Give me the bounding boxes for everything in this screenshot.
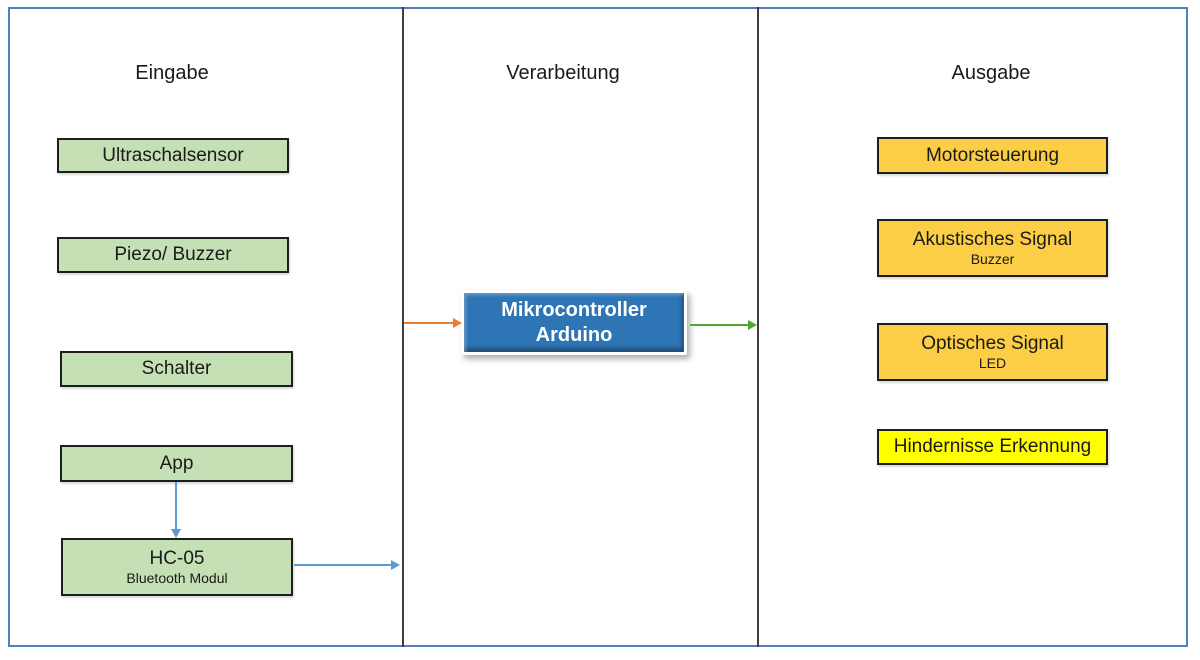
arrow-hc05-to-verarbeitung <box>294 564 391 566</box>
box-hc05-bluetooth-modul: HC-05 Bluetooth Modul <box>61 538 293 596</box>
column-header-verarbeitung: Verarbeitung <box>506 62 620 84</box>
box-mikrocontroller-arduino: Mikrocontroller Arduino <box>461 290 687 355</box>
box-akustisches-signal: Akustisches Signal Buzzer <box>877 219 1108 277</box>
processor-sublabel: Arduino <box>535 323 613 346</box>
box-label: Motorsteuerung <box>925 144 1060 166</box>
box-label: Optisches Signal <box>921 333 1064 354</box>
column-header-ausgabe: Ausgabe <box>951 62 1031 84</box>
box-sublabel: Buzzer <box>970 251 1015 267</box>
box-piezo-buzzer: Piezo/ Buzzer <box>57 237 289 273</box>
box-sublabel: LED <box>978 355 1007 371</box>
box-label: Hindernisse Erkennung <box>893 436 1092 457</box>
box-label: HC-05 <box>149 548 205 569</box>
box-label: Ultraschalsensor <box>102 144 244 166</box>
box-optisches-signal: Optisches Signal LED <box>877 323 1108 381</box>
box-label: Piezo/ Buzzer <box>114 244 232 265</box>
arrow-eingabe-to-mikrocontroller <box>404 322 453 324</box>
box-hindernisse-erkennung: Hindernisse Erkennung <box>877 429 1108 465</box>
box-ultraschalsensor: Ultraschalsensor <box>57 138 289 173</box>
box-sublabel: Bluetooth Modul <box>126 570 228 586</box>
processor-label: Mikrocontroller <box>501 298 647 321</box>
box-motorsteuerung: Motorsteuerung <box>877 137 1108 174</box>
box-app: App <box>60 445 293 482</box>
column-divider-verarbeitung-ausgabe <box>757 7 759 647</box>
arrow-app-to-hc05 <box>175 482 177 529</box>
arrow-mikrocontroller-to-ausgabe <box>690 324 748 326</box>
diagram-frame <box>8 7 1188 647</box>
column-divider-eingabe-verarbeitung <box>402 7 404 647</box>
box-label: Akustisches Signal <box>912 229 1073 250</box>
box-label: Schalter <box>141 358 212 379</box>
box-schalter: Schalter <box>60 351 293 387</box>
box-label: App <box>159 452 194 474</box>
column-header-eingabe: Eingabe <box>135 62 209 84</box>
